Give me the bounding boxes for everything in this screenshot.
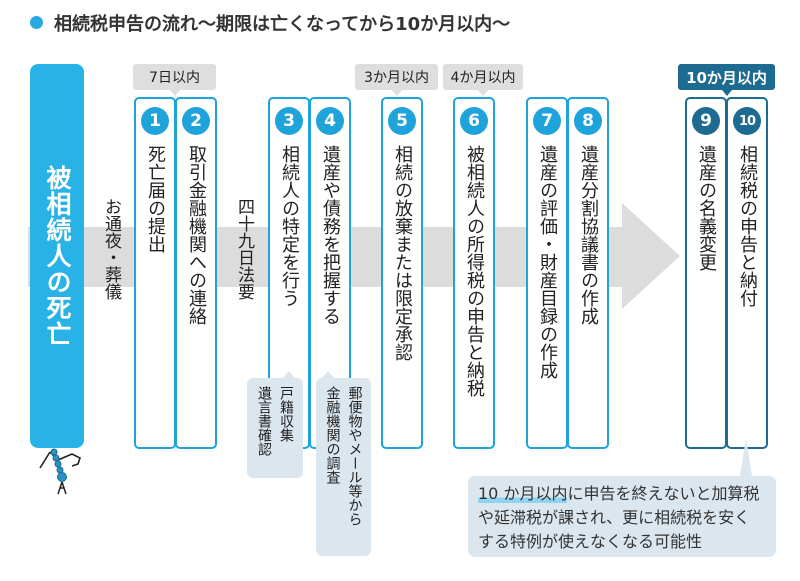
step-number: 2 bbox=[182, 107, 210, 135]
subnote-line: 金融機関の調査 bbox=[324, 386, 341, 484]
subnote-line: 遺言書確認 bbox=[256, 386, 272, 456]
timeline-arrow-head-icon bbox=[622, 203, 680, 309]
step-number: 10 bbox=[733, 107, 761, 135]
step-label: 遺産や債務を把握する bbox=[320, 145, 341, 325]
step-label: 被相続人の所得税の申告と納税 bbox=[464, 145, 485, 397]
step-label: 遺産分割協議書の作成 bbox=[578, 145, 599, 325]
deadline-10-months: 10か月以内 bbox=[678, 64, 775, 96]
step-number: 9 bbox=[692, 107, 720, 135]
subnote-line: 郵便物やメール等から bbox=[346, 386, 363, 526]
step-number: 6 bbox=[460, 107, 488, 135]
note-highlight: 10 か月以内 bbox=[478, 484, 568, 503]
deadline-warning-note: 10 か月以内に申告を終えないと加算税や延滞税が課され、更に相続税を安くする特例… bbox=[468, 438, 776, 557]
step-card-10: 10 相続税の申告と納付 bbox=[726, 97, 768, 449]
step-card-8: 8 遺産分割協議書の作成 bbox=[567, 97, 609, 449]
step-card-1: 1 死亡届の提出 bbox=[134, 97, 176, 449]
step-card-6: 6 被相続人の所得税の申告と納税 bbox=[453, 97, 495, 449]
step-card-5: 5 相続の放棄または限定承認 bbox=[381, 97, 423, 449]
step-number: 3 bbox=[275, 107, 303, 135]
step-label: 遺産の名義変更 bbox=[696, 145, 717, 271]
start-death-block: 被相続人の死亡 bbox=[30, 64, 84, 448]
subnote-step-4: 郵便物やメール等から 金融機関の調査 bbox=[316, 371, 371, 556]
step-number: 7 bbox=[533, 107, 561, 135]
prayer-beads-hand-icon bbox=[39, 448, 81, 495]
step-label: 相続人の特定を行う bbox=[279, 145, 300, 307]
step-label: 相続の放棄または限定承認 bbox=[392, 145, 413, 361]
step-label: 取引金融機関への連絡 bbox=[186, 145, 207, 325]
step-number: 5 bbox=[388, 107, 416, 135]
step-label: 相続税の申告と納付 bbox=[737, 145, 758, 307]
step-number: 8 bbox=[574, 107, 602, 135]
step-label: 遺産の評価・財産目録の作成 bbox=[537, 145, 558, 379]
step-label: 死亡届の提出 bbox=[145, 145, 166, 253]
step-card-9: 9 遺産の名義変更 bbox=[685, 97, 727, 449]
event-memorial: 四十九日法要 bbox=[234, 198, 254, 300]
step-number: 4 bbox=[316, 107, 344, 135]
step-number: 1 bbox=[141, 107, 169, 135]
subnote-line: 戸籍収集 bbox=[278, 386, 294, 442]
step-card-2: 2 取引金融機関への連絡 bbox=[175, 97, 217, 449]
step-card-3: 3 相続人の特定を行う bbox=[268, 97, 310, 449]
title-bullet-icon bbox=[30, 16, 43, 29]
start-label: 被相続人の死亡 bbox=[43, 165, 72, 347]
deadline-3-months: 3か月以内 bbox=[355, 64, 438, 96]
subnote-step-3: 戸籍収集 遺言書確認 bbox=[247, 371, 303, 478]
page-title: 相続税申告の流れ〜期限は亡くなってから10か月以内〜 bbox=[54, 14, 511, 35]
deadline-4-months: 4か月以内 bbox=[443, 64, 523, 96]
step-card-7: 7 遺産の評価・財産目録の作成 bbox=[526, 97, 568, 449]
deadline-7-days: 7日以内 bbox=[133, 64, 216, 96]
event-funeral: お通夜・葬儀 bbox=[101, 198, 121, 300]
note-text: に申告を終えないと加算税や延滞税が課され、更に相続税を安くする特例が使えなくなる… bbox=[478, 484, 760, 551]
